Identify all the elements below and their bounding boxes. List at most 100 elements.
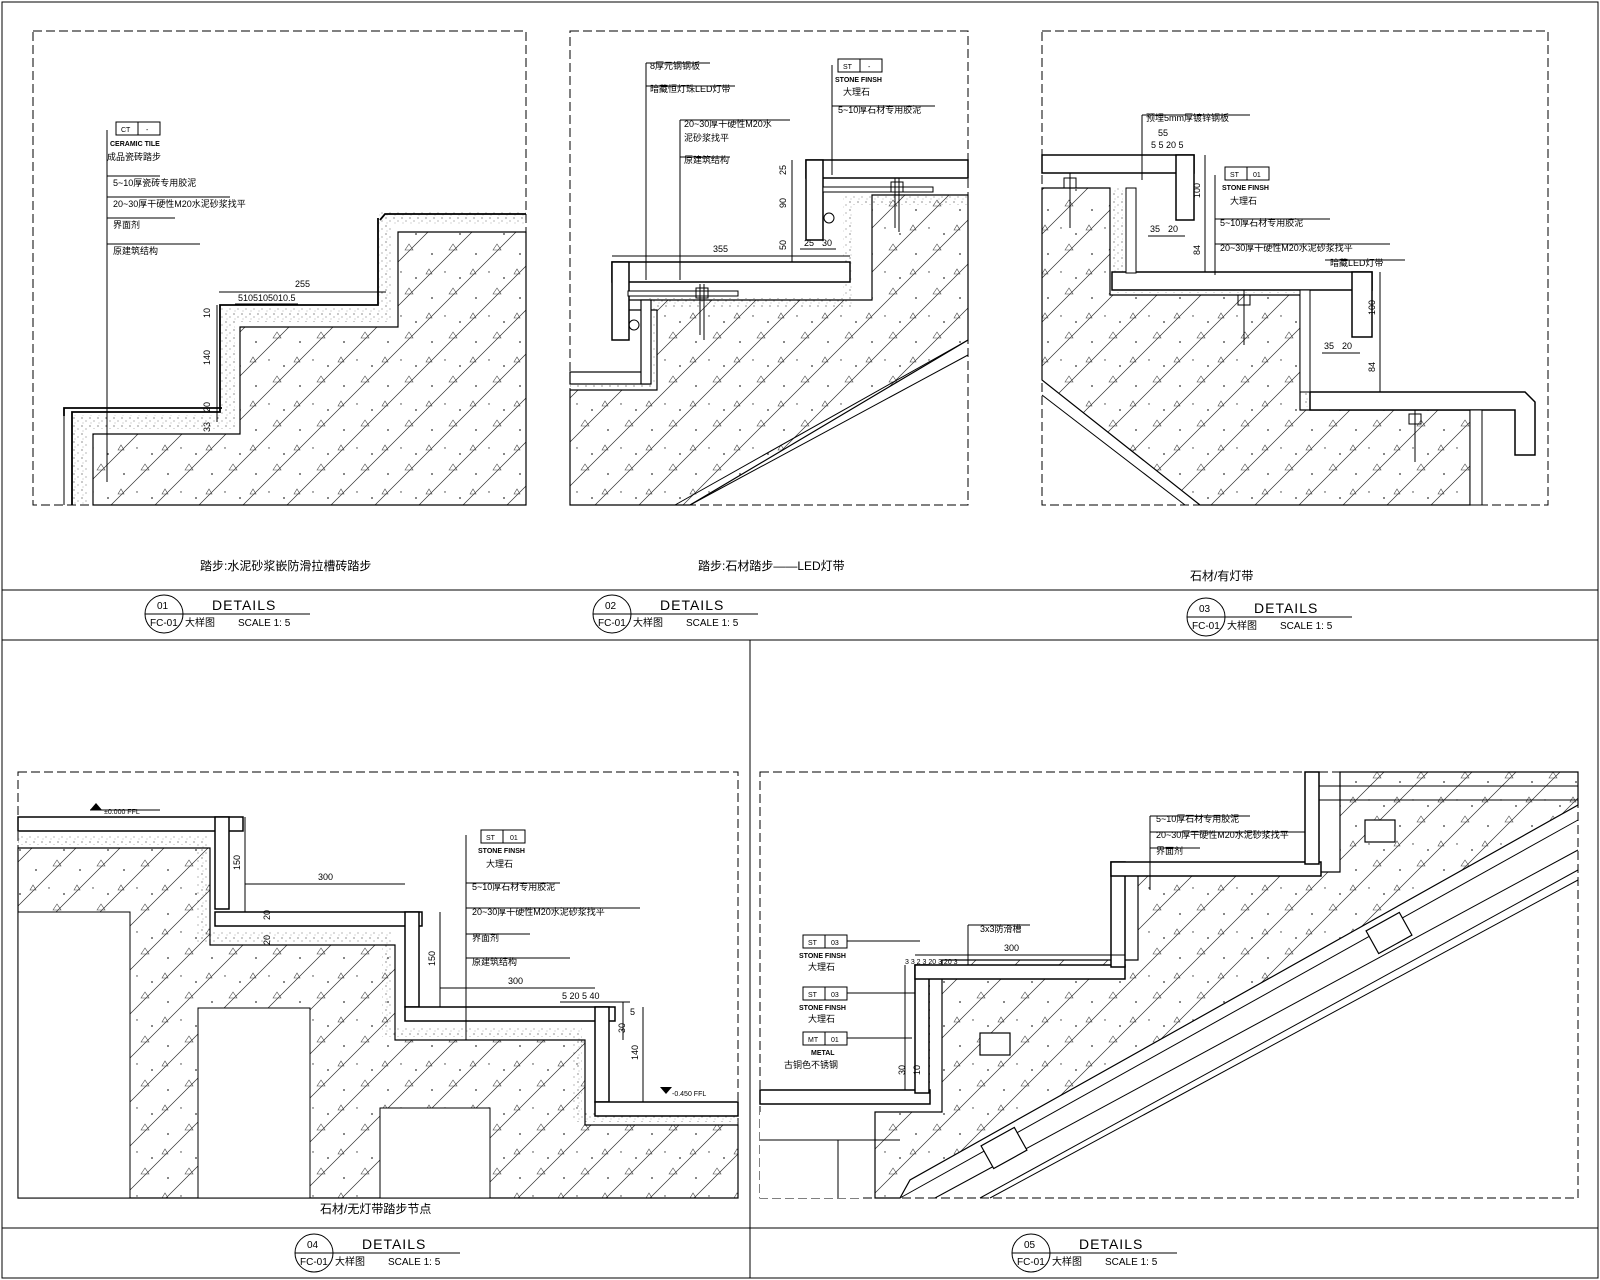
stone-tread bbox=[759, 1089, 931, 1105]
stone-tread bbox=[17, 816, 244, 832]
svg-text:CERAMIC TILE: CERAMIC TILE bbox=[110, 141, 160, 148]
svg-text:5~10厚石材专用胶泥: 5~10厚石材专用胶泥 bbox=[1220, 217, 1303, 228]
detail-01: CT - CERAMIC TILE 成品瓷砖踏步 5~10厚瓷砖专用胶泥 20~… bbox=[32, 30, 527, 573]
svg-text:大理石: 大理石 bbox=[808, 961, 835, 972]
svg-text:FC-01: FC-01 bbox=[598, 618, 626, 629]
detail-caption: 踏步:水泥砂浆嵌防滑拉槽砖踏步 bbox=[200, 558, 371, 573]
detail-title: DETAILS bbox=[362, 1236, 426, 1252]
svg-text:20: 20 bbox=[262, 935, 272, 945]
material-tag: ST 03 STONE FINSH 大理石 bbox=[799, 986, 915, 1024]
stone-tread bbox=[404, 1006, 616, 1022]
svg-text:01: 01 bbox=[157, 601, 169, 612]
concrete-structure bbox=[569, 194, 969, 506]
svg-text:35: 35 bbox=[1324, 341, 1334, 351]
detail-title: DETAILS bbox=[660, 597, 724, 613]
steel-bracket bbox=[980, 1126, 1028, 1170]
detail-03: 预埋5mm厚镀锌钢板 55 5 5 20 5 100 35 20 84 ST 0… bbox=[1041, 30, 1549, 583]
title-block-05: 05 FC-01 DETAILS 大样图 SCALE 1: 5 bbox=[1011, 1233, 1177, 1273]
svg-text:SCALE 1: 5: SCALE 1: 5 bbox=[238, 618, 291, 629]
svg-text:84: 84 bbox=[1367, 362, 1377, 372]
svg-text:10: 10 bbox=[912, 1065, 922, 1075]
material-tag: MT 01 METAL 古铜色不锈钢 bbox=[784, 1031, 912, 1070]
svg-text:90: 90 bbox=[778, 198, 788, 208]
note-interface: 界面剂 bbox=[113, 219, 140, 230]
svg-text:FC-01: FC-01 bbox=[150, 618, 178, 629]
svg-text:20~30厚干硬性M20水泥砂浆找平: 20~30厚干硬性M20水泥砂浆找平 bbox=[1220, 242, 1353, 253]
svg-text:300: 300 bbox=[1004, 943, 1019, 953]
svg-text:ST: ST bbox=[808, 940, 818, 947]
svg-text:33: 33 bbox=[202, 422, 212, 432]
svg-text:5~10厚石材专用胶泥: 5~10厚石材专用胶泥 bbox=[838, 104, 921, 115]
svg-text:大样图: 大样图 bbox=[335, 1255, 365, 1268]
svg-text:FC-01: FC-01 bbox=[1192, 621, 1220, 632]
svg-text:原建筑结构: 原建筑结构 bbox=[472, 956, 517, 967]
svg-text:5 20 5 40: 5 20 5 40 bbox=[562, 991, 600, 1001]
svg-text:ST: ST bbox=[843, 64, 853, 71]
svg-text:大样图: 大样图 bbox=[185, 616, 215, 629]
svg-text:30: 30 bbox=[897, 1065, 907, 1075]
stone-tread bbox=[805, 159, 969, 179]
svg-text:30: 30 bbox=[822, 238, 832, 248]
svg-text:FC-01: FC-01 bbox=[1017, 1257, 1045, 1268]
detail-04: ±0.000 FFL -0.450 FFL 150 300 20 20 150 … bbox=[17, 771, 739, 1216]
svg-text:50: 50 bbox=[778, 240, 788, 250]
svg-text:成品瓷砖踏步: 成品瓷砖踏步 bbox=[107, 151, 161, 162]
svg-text:SCALE 1: 5: SCALE 1: 5 bbox=[1280, 621, 1333, 632]
svg-text:01: 01 bbox=[831, 1037, 839, 1044]
svg-text:5~10厚石材专用胶泥: 5~10厚石材专用胶泥 bbox=[472, 881, 555, 892]
detail-frame bbox=[17, 771, 739, 1199]
title-block-01: 01 FC-01 DETAILS 大样图 SCALE 1: 5 bbox=[144, 594, 310, 634]
svg-text:大理石: 大理石 bbox=[1230, 195, 1257, 206]
svg-text:预埋5mm厚镀锌钢板: 预埋5mm厚镀锌钢板 bbox=[1146, 112, 1229, 123]
svg-text:泥砂浆找平: 泥砂浆找平 bbox=[684, 132, 729, 143]
material-tag: ST - STONE FINSH 大理石 bbox=[835, 58, 883, 97]
material-tag: ST 01 STONE FINSH 大理石 bbox=[1222, 166, 1270, 206]
stone-nosing bbox=[1175, 154, 1195, 221]
svg-text:30: 30 bbox=[617, 1023, 627, 1033]
svg-text:100: 100 bbox=[1192, 183, 1202, 198]
svg-text:CT: CT bbox=[121, 127, 131, 134]
stone-nosing bbox=[805, 159, 824, 241]
material-tag: ST 03 STONE FINSH 大理石 bbox=[799, 934, 920, 972]
svg-text:SCALE 1: 5: SCALE 1: 5 bbox=[686, 618, 739, 629]
svg-text:METAL: METAL bbox=[811, 1050, 835, 1057]
svg-text:5: 5 bbox=[630, 1007, 635, 1017]
svg-text:84: 84 bbox=[1192, 245, 1202, 255]
svg-text:STONE FINSH: STONE FINSH bbox=[478, 848, 525, 855]
stone-riser bbox=[594, 1006, 610, 1103]
svg-text:20: 20 bbox=[1168, 224, 1178, 234]
stone-riser bbox=[1304, 771, 1320, 865]
concrete-structure bbox=[92, 231, 527, 506]
svg-text:原建筑结构: 原建筑结构 bbox=[684, 154, 729, 165]
stone-riser bbox=[214, 816, 230, 910]
svg-text:05: 05 bbox=[1024, 1240, 1036, 1251]
svg-text:-: - bbox=[868, 64, 871, 71]
svg-text:5~10厚石材专用胶泥: 5~10厚石材专用胶泥 bbox=[1156, 813, 1239, 824]
svg-text:SCALE 1: 5: SCALE 1: 5 bbox=[1105, 1257, 1158, 1268]
concrete-structure bbox=[874, 771, 1579, 1199]
svg-text:古铜色不锈钢: 古铜色不锈钢 bbox=[784, 1059, 838, 1070]
svg-text:FC-01: FC-01 bbox=[300, 1257, 328, 1268]
svg-text:5 5 20 5: 5 5 20 5 bbox=[1151, 140, 1184, 150]
svg-text:SCALE 1: 5: SCALE 1: 5 bbox=[388, 1257, 441, 1268]
dim-riser: 140 bbox=[202, 350, 212, 365]
svg-text:25: 25 bbox=[778, 165, 788, 175]
detail-caption: 石材/有灯带 bbox=[1190, 569, 1253, 583]
stone-tread bbox=[611, 261, 851, 283]
svg-text:大样图: 大样图 bbox=[1227, 619, 1257, 632]
svg-text:20: 20 bbox=[1342, 341, 1352, 351]
svg-text:100: 100 bbox=[1367, 300, 1377, 315]
svg-text:02: 02 bbox=[605, 601, 617, 612]
svg-text:大样图: 大样图 bbox=[1052, 1255, 1082, 1268]
dim-tread: 355 bbox=[713, 244, 728, 254]
detail-05: 5~10厚石材专用胶泥 20~30厚干硬性M20水泥砂浆找平 界面剂 3x3防滑… bbox=[759, 771, 1579, 1199]
stone-tread bbox=[914, 964, 1126, 980]
svg-text:大理石: 大理石 bbox=[843, 86, 870, 97]
svg-text:10: 10 bbox=[202, 308, 212, 318]
svg-text:20~30厚干硬性M20水泥砂浆找平: 20~30厚干硬性M20水泥砂浆找平 bbox=[472, 906, 605, 917]
svg-text:03: 03 bbox=[831, 940, 839, 947]
svg-text:03: 03 bbox=[831, 992, 839, 999]
svg-text:ST: ST bbox=[808, 992, 818, 999]
mortar-bed bbox=[73, 211, 526, 505]
